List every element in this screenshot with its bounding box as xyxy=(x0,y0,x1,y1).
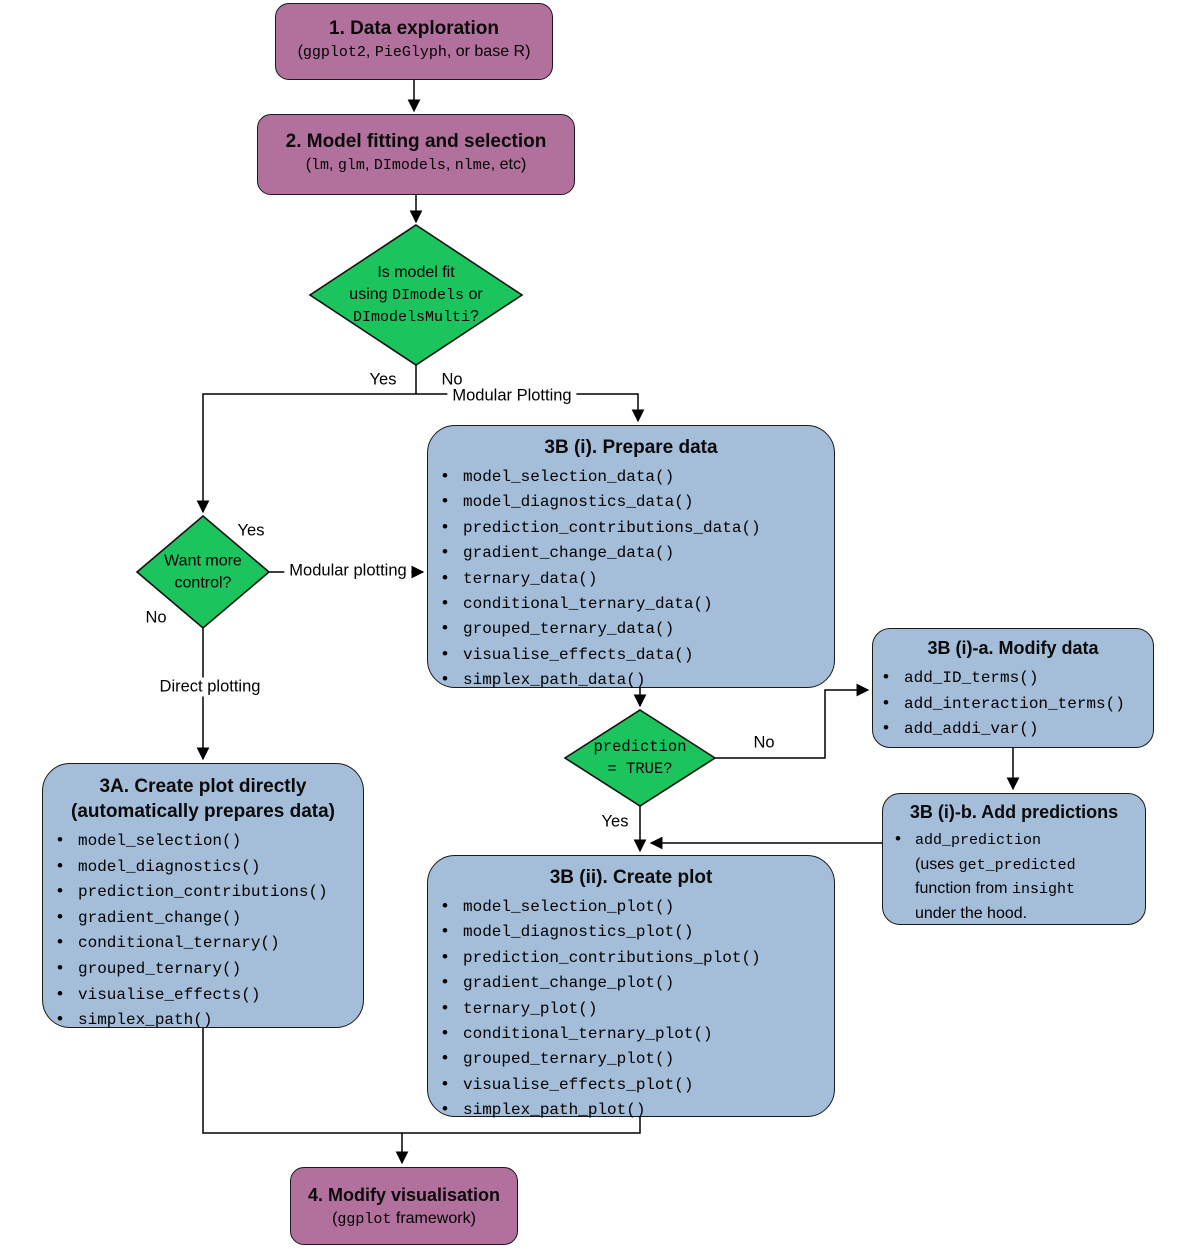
code-token: ggplot xyxy=(337,1211,392,1228)
code-token: add_prediction xyxy=(915,832,1042,849)
node-add-predictions: 3B (i)-b. Add predictions • add_predictio… xyxy=(882,793,1146,925)
edge-label-modular-plotting-top: Modular Plotting xyxy=(447,386,577,406)
node-step2-model-fitting: 2. Model fitting and selection (lm, glm,… xyxy=(257,114,575,195)
node-step1-data-exploration: 1. Data exploration (ggplot2, PieGlyph, … xyxy=(275,3,553,80)
node-step4-modify-visualisation: 4. Modify visualisation (ggplot framewor… xyxy=(290,1167,518,1245)
list-item: grouped_ternary_data() xyxy=(442,616,834,641)
function-list: model_selection_data() model_diagnostics… xyxy=(428,464,834,693)
decision-model-fit-diamond xyxy=(308,224,524,366)
list-item: visualise_effects() xyxy=(57,982,363,1008)
list-item: gradient_change_data() xyxy=(442,540,834,565)
list-item: simplex_path() xyxy=(57,1007,363,1033)
decision-prediction-true-diamond xyxy=(563,709,717,807)
code-token: PieGlyph xyxy=(374,44,447,61)
code-token: get_predicted xyxy=(958,856,1076,874)
code-token: lm xyxy=(311,157,330,174)
list-item: grouped_ternary_plot() xyxy=(442,1046,834,1071)
decision-prediction-true-text: prediction = TRUE? xyxy=(593,738,687,778)
node-create-plot: 3B (ii). Create plot model_selection_plo… xyxy=(427,855,835,1119)
edge-label-yes-decision3: Yes xyxy=(601,812,629,831)
edge-label-yes-decision1: Yes xyxy=(369,370,397,389)
code-token: glm xyxy=(337,157,365,174)
edge-label-direct-plotting: Direct plotting xyxy=(154,677,266,697)
list-item: conditional_ternary() xyxy=(57,930,363,956)
edge-label-modular-plotting: Modular plotting xyxy=(284,561,412,581)
function-list: model_selection_plot() model_diagnostics… xyxy=(428,894,834,1123)
list-item: prediction_contributions() xyxy=(57,879,363,905)
node-body: •add_prediction (uses get_predicted func… xyxy=(895,829,1076,922)
code-token: insight xyxy=(1011,881,1075,898)
list-item: simplex_path_data() xyxy=(442,667,834,692)
edge-label-no-decision1: No xyxy=(441,370,463,389)
node-title: 4. Modify visualisation xyxy=(307,1185,501,1205)
list-item: grouped_ternary() xyxy=(57,956,363,982)
connector-yes-decision2 xyxy=(196,393,416,514)
list-item: gradient_change() xyxy=(57,905,363,931)
node-subtitle: (lm, glm, DImodels, nlme, etc) xyxy=(305,156,527,174)
function-list: model_selection() model_diagnostics() pr… xyxy=(43,828,363,1033)
list-item: ternary_data() xyxy=(442,566,834,591)
list-item: visualise_effects_data() xyxy=(442,642,834,667)
list-item: conditional_ternary_data() xyxy=(442,591,834,616)
edge-label-no-decision2: No xyxy=(145,608,167,627)
decision-want-control-text: Want more control? xyxy=(164,552,242,592)
list-item: gradient_change_plot() xyxy=(442,970,834,995)
list-item: ternary_plot() xyxy=(442,996,834,1021)
list-item: conditional_ternary_plot() xyxy=(442,1021,834,1046)
node-title: 3B (i)-b. Add predictions xyxy=(909,802,1119,822)
connector-merge-bottom xyxy=(202,1028,641,1134)
node-title: 3A. Create plot directly xyxy=(99,776,307,797)
list-item: prediction_contributions_data() xyxy=(442,515,834,540)
list-item: add_interaction_terms() xyxy=(883,691,1153,717)
edge-label-yes-decision2: Yes xyxy=(237,521,265,540)
list-item: model_diagnostics() xyxy=(57,854,363,880)
list-item: model_selection_data() xyxy=(442,464,834,489)
edge-label-no-decision3: No xyxy=(753,733,775,752)
node-modify-data: 3B (i)-a. Modify data add_ID_terms() add… xyxy=(872,628,1154,748)
code-token: DImodels xyxy=(392,286,465,304)
node-prepare-data: 3B (i). Prepare data model_selection_dat… xyxy=(427,425,835,689)
node-title-line2: (automatically prepares data) xyxy=(71,801,335,822)
function-list: add_ID_terms() add_interaction_terms() a… xyxy=(873,665,1153,742)
list-item: model_diagnostics_plot() xyxy=(442,919,834,944)
list-item: simplex_path_plot() xyxy=(442,1097,834,1122)
list-item: prediction_contributions_plot() xyxy=(442,945,834,970)
code-token: ggplot2 xyxy=(302,44,366,61)
list-item: add_addi_var() xyxy=(883,716,1153,742)
code-token: DImodelsMulti xyxy=(353,308,471,326)
code-token: nlme xyxy=(454,157,491,174)
node-title: 3B (i). Prepare data xyxy=(544,437,718,458)
list-item: model_selection() xyxy=(57,828,363,854)
node-title: 1. Data exploration xyxy=(329,18,499,39)
node-plot-direct: 3A. Create plot directly (automatically … xyxy=(42,763,364,1029)
node-title: 3B (i)-a. Modify data xyxy=(927,638,1099,658)
bullet-icon: • xyxy=(895,829,901,848)
connector-decision3-modify-data xyxy=(715,683,870,759)
list-item: model_diagnostics_data() xyxy=(442,489,834,514)
node-title: 3B (ii). Create plot xyxy=(549,867,713,888)
list-item: visualise_effects_plot() xyxy=(442,1072,834,1097)
code-token: DImodels xyxy=(373,157,446,174)
list-item: model_selection_plot() xyxy=(442,894,834,919)
node-subtitle: (ggplot framework) xyxy=(332,1210,476,1228)
decision-want-control-diamond xyxy=(135,514,271,630)
node-subtitle: (ggplot2, PieGlyph, or base R) xyxy=(297,43,531,61)
decision-model-fit-text: Is model fit using DImodels or DImodelsM… xyxy=(349,263,483,326)
node-title: 2. Model fitting and selection xyxy=(285,131,547,152)
list-item: add_ID_terms() xyxy=(883,665,1153,691)
